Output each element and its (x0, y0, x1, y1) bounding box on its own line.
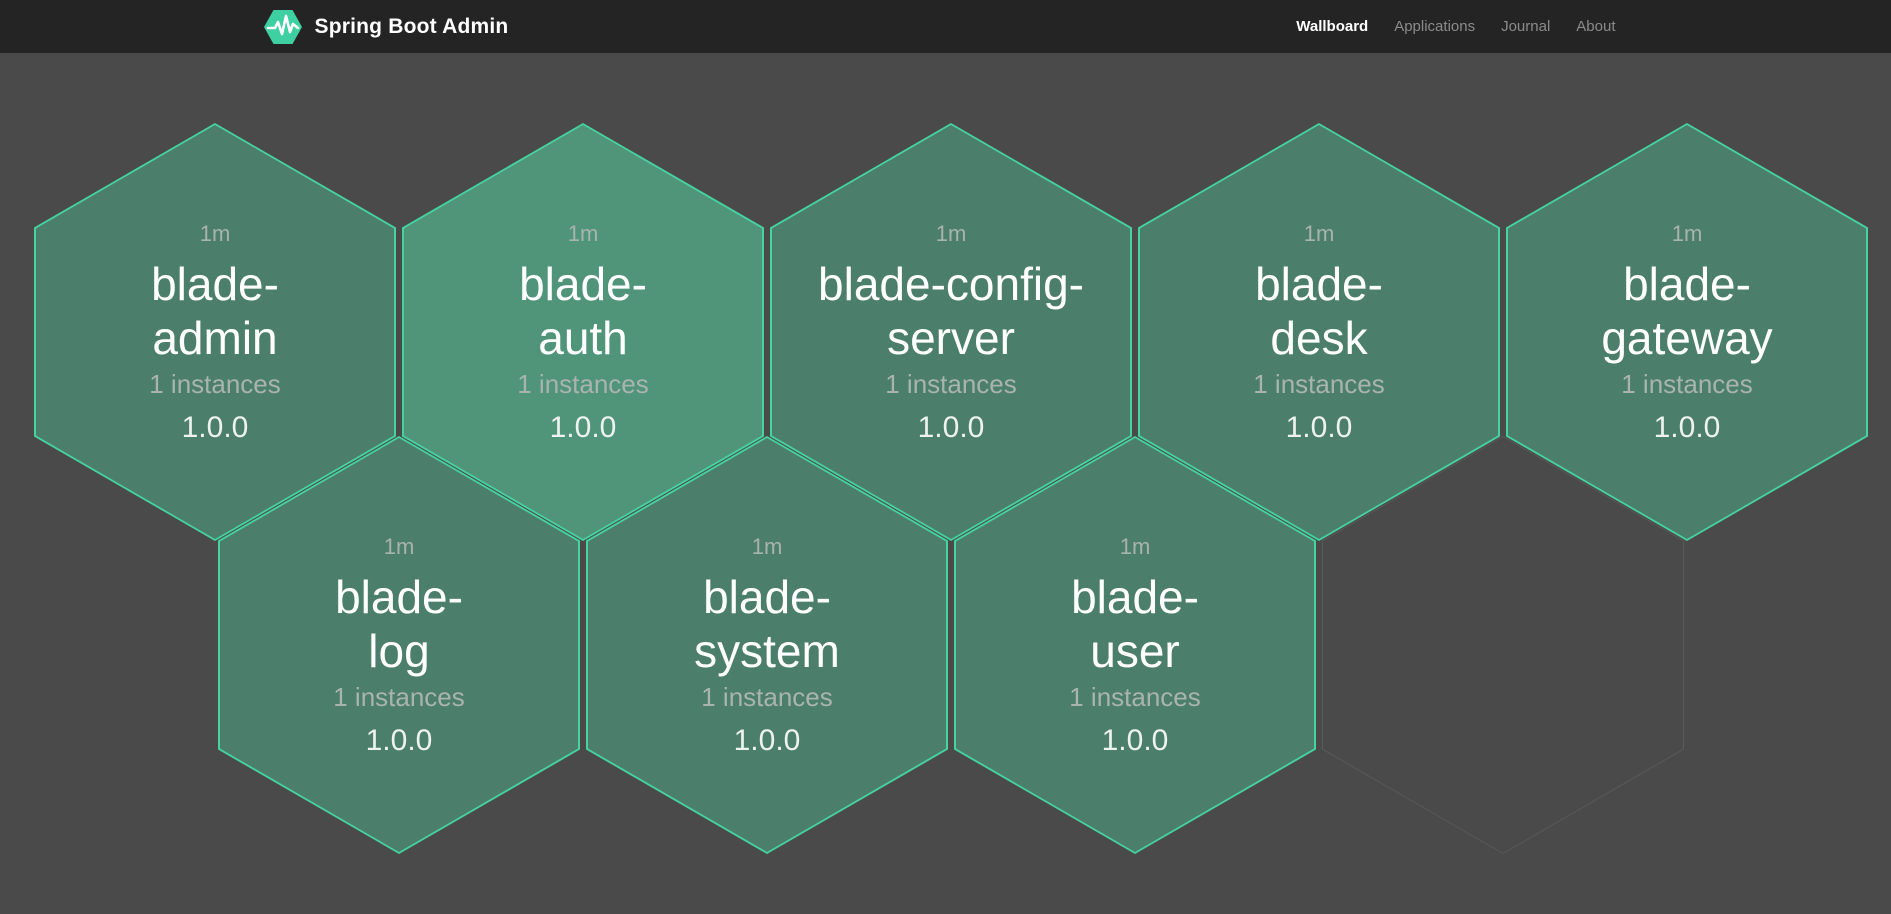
application-name-line2: auth (538, 312, 628, 364)
instances-label: 1 instances (885, 369, 1017, 399)
app-header: Spring Boot Admin Wallboard Applications… (0, 0, 1891, 53)
app-title: Spring Boot Admin (314, 14, 509, 38)
application-name: blade- system (694, 570, 840, 678)
empty-placeholder-hexagon (1322, 436, 1684, 854)
application-name-line1: blade- (1255, 258, 1383, 310)
instances-label: 1 instances (1253, 369, 1385, 399)
instances-label: 1 instances (333, 682, 465, 712)
brand[interactable]: Spring Boot Admin (263, 7, 509, 47)
version-label: 1.0.0 (917, 411, 985, 444)
application-name-line2: system (694, 625, 840, 677)
instances-label: 1 instances (149, 369, 281, 399)
version-label: 1.0.0 (365, 724, 433, 757)
application-name: blade- desk (1255, 257, 1383, 365)
application-name-line2: user (1090, 625, 1180, 677)
application-name-line2: log (368, 625, 430, 677)
application-name: blade- gateway (1601, 257, 1772, 365)
hexagon-content: 1m blade- desk 1 instances 1.0.0 (1138, 123, 1500, 541)
uptime-label: 1m (1303, 221, 1335, 246)
instances-label: 1 instances (1069, 682, 1201, 712)
application-name-line1: blade- (151, 258, 279, 310)
application-name: blade- admin (151, 257, 279, 365)
uptime-label: 1m (383, 534, 415, 559)
hexagon-fill (588, 438, 946, 852)
application-name: blade- user (1071, 570, 1199, 678)
application-name-line2: gateway (1601, 312, 1773, 364)
nav-item-applications[interactable]: Applications (1394, 18, 1476, 35)
instances-label: 1 instances (1621, 369, 1753, 399)
hexagon-content: 1m blade- user 1 instances 1.0.0 (954, 436, 1316, 854)
uptime-label: 1m (199, 221, 231, 246)
application-name: blade- log (335, 570, 463, 678)
application-hexagon[interactable]: 1m blade- gateway 1 instances 1.0.0 (1506, 123, 1868, 541)
nav-item-journal[interactable]: Journal (1501, 18, 1551, 35)
version-label: 1.0.0 (1101, 724, 1169, 757)
header-container: Spring Boot Admin Wallboard Applications… (263, 0, 1629, 53)
application-name-line1: blade- (703, 571, 831, 623)
uptime-label: 1m (751, 534, 783, 559)
uptime-label: 1m (1119, 534, 1151, 559)
hexagon-content: 1m blade- admin 1 instances 1.0.0 (34, 123, 396, 541)
version-label: 1.0.0 (181, 411, 249, 444)
wallboard-page: 1m blade- admin 1 instances 1.0.0 1m bla… (0, 53, 1891, 914)
application-name: blade-config- server (818, 257, 1084, 365)
application-name-line1: blade-config- (818, 258, 1084, 310)
version-label: 1.0.0 (733, 724, 801, 757)
main-nav: Wallboard Applications Journal About (1283, 0, 1628, 53)
uptime-label: 1m (567, 221, 599, 246)
version-label: 1.0.0 (1653, 411, 1721, 444)
application-name-line1: blade- (1623, 258, 1751, 310)
application-hexagon[interactable]: 1m blade- system 1 instances 1.0.0 (586, 436, 948, 854)
hexagon-content: 1m blade- auth 1 instances 1.0.0 (402, 123, 764, 541)
instances-label: 1 instances (517, 369, 649, 399)
version-label: 1.0.0 (549, 411, 617, 444)
hexagon-content: 1m blade- log 1 instances 1.0.0 (218, 436, 580, 854)
hexagon-content: 1m blade- gateway 1 instances 1.0.0 (1506, 123, 1868, 541)
application-name-line1: blade- (335, 571, 463, 623)
pulse-hexagon-icon (263, 7, 303, 47)
uptime-label: 1m (1671, 221, 1703, 246)
nav-item-wallboard[interactable]: Wallboard (1296, 18, 1369, 35)
application-name-line2: desk (1270, 312, 1368, 364)
hexagon-content: 1m blade- system 1 instances 1.0.0 (586, 436, 948, 854)
uptime-label: 1m (935, 221, 967, 246)
version-label: 1.0.0 (1285, 411, 1353, 444)
instances-label: 1 instances (701, 682, 833, 712)
application-name-line1: blade- (519, 258, 647, 310)
application-name: blade- auth (519, 257, 647, 365)
hexagon-content: 1m blade-config- server 1 instances 1.0.… (770, 123, 1132, 541)
application-hexagon[interactable]: 1m blade- desk 1 instances 1.0.0 (1138, 123, 1500, 541)
hexagon-hive: 1m blade- admin 1 instances 1.0.0 1m bla… (0, 53, 1891, 914)
application-name-line2: admin (152, 312, 278, 364)
nav-item-about[interactable]: About (1576, 18, 1616, 35)
application-name-line1: blade- (1071, 571, 1199, 623)
application-name-line2: server (887, 312, 1015, 364)
